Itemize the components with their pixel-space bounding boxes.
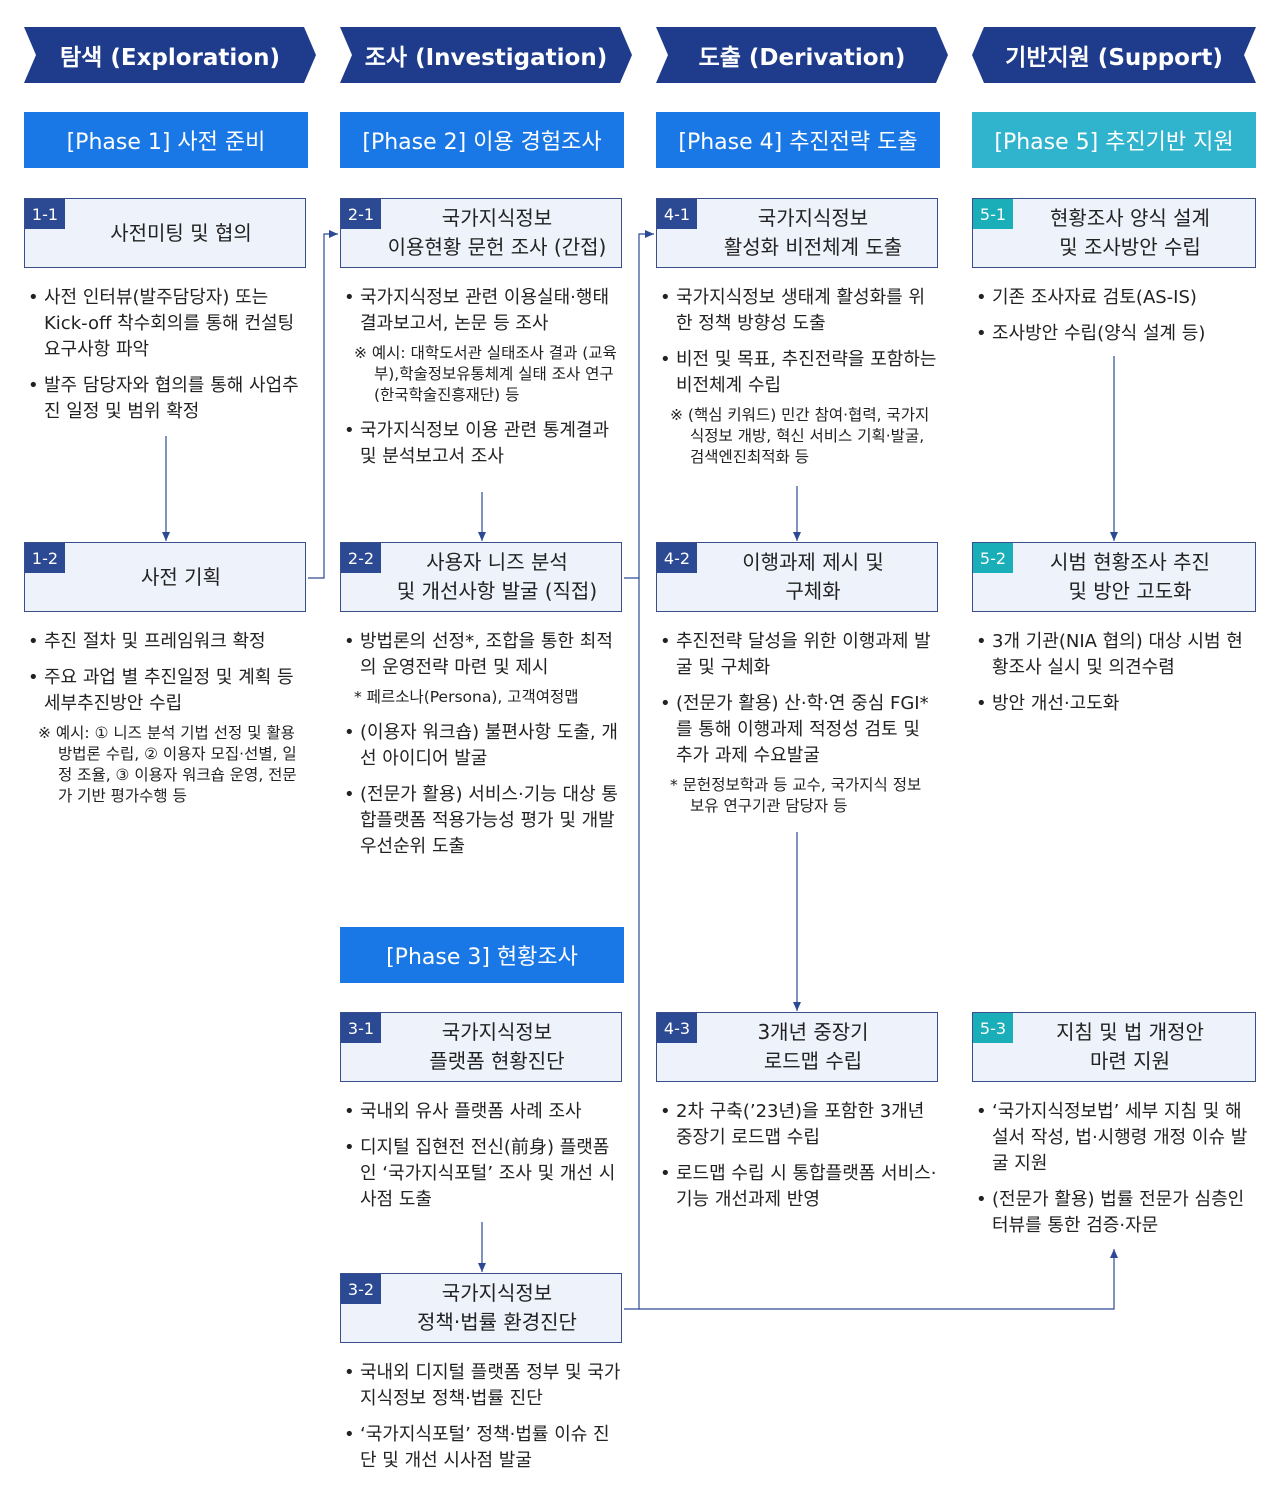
bullet-item: 국내외 유사 플랫폼 사례 조사 [342, 1099, 624, 1125]
step-number: 5-1 [973, 199, 1013, 229]
step-number: 4-1 [657, 199, 697, 229]
arrow-1-2-to-2-1 [308, 230, 338, 579]
phase-1-bar: [Phase 1] 사전 준비 [24, 112, 308, 168]
bullet-item: 3개 기관(NIA 협의) 대상 시범 현황조사 실시 및 의견수렴 [974, 629, 1256, 681]
step-1-1-box: 1-1 사전미팅 및 협의 [24, 198, 306, 268]
step-title: 사전미팅 및 협의 [110, 220, 252, 245]
bullet-item: 로드맵 수립 시 통합플랫폼 서비스·기능 개선과제 반영 [658, 1161, 940, 1213]
step-number: 1-1 [25, 199, 65, 229]
bullet-item: 사전 인터뷰(발주담당자) 또는 Kick-off 착수회의를 통해 컨설팅 요… [26, 285, 306, 363]
step-1-2-bullets: 추진 절차 및 프레임워크 확정 주요 과업 별 추진일정 및 계획 등 세부추… [26, 629, 306, 819]
arrow-3-2-join [624, 578, 640, 1310]
step-number: 5-3 [973, 1013, 1013, 1043]
step-5-3-bullets: ‘국가지식정보법’ 세부 지침 및 해설서 작성, 법·시행령 개정 이슈 발굴… [974, 1099, 1256, 1249]
step-number: 4-3 [657, 1013, 697, 1043]
step-number: 2-2 [341, 543, 381, 573]
note-text: ※ 예시: ① 니즈 분석 기법 선정 및 활용 방법론 수립, ② 이용자 모… [38, 724, 297, 805]
phase-5-bar: [Phase 5] 추진기반 지원 [972, 112, 1256, 168]
bullet-item: (전문가 활용) 서비스·기능 대상 통합플랫폼 적용가능성 평가 및 개발 우… [342, 782, 624, 860]
stage-header-exploration: 탐색 (Exploration) [24, 27, 316, 83]
step-number: 3-1 [341, 1013, 381, 1043]
bullet-item: 추진 절차 및 프레임워크 확정 [26, 629, 306, 655]
step-4-1-bullets: 국가지식정보 생태계 활성화를 위한 정책 방향성 도출 비전 및 목표, 추진… [658, 285, 940, 480]
bullet-item: 조사방안 수립(양식 설계 등) [974, 321, 1256, 347]
step-4-3-bullets: 2차 구축(’23년)을 포함한 3개년 중장기 로드맵 수립 로드맵 수립 시… [658, 1099, 940, 1223]
step-number: 3-2 [341, 1274, 381, 1304]
bullet-item: 국가지식정보 이용 관련 통계결과 및 분석보고서 조사 [342, 418, 624, 470]
step-number: 1-2 [25, 543, 65, 573]
bullet-item: 방법론의 선정*, 조합을 통한 최적의 운영전략 마련 및 제시 [342, 629, 624, 681]
step-number: 5-2 [973, 543, 1013, 573]
step-2-1-bullets: 국가지식정보 관련 이용실태·행태 결과보고서, 논문 등 조사 ※ 예시: 대… [342, 285, 624, 480]
note-text: * 페르소나(Persona), 고객여정맵 [354, 688, 579, 706]
step-number: 2-1 [341, 199, 381, 229]
bullet-item: 2차 구축(’23년)을 포함한 3개년 중장기 로드맵 수립 [658, 1099, 940, 1151]
bullet-item: (이용자 워크숍) 불편사항 도출, 개선 아이디어 발굴 [342, 720, 624, 772]
bullet-item: 방안 개선·고도화 [974, 691, 1256, 717]
bullet-item: 국내외 디지털 플랫폼 정부 및 국가지식정보 정책·법률 진단 [342, 1360, 624, 1412]
step-1-1-bullets: 사전 인터뷰(발주담당자) 또는 Kick-off 착수회의를 통해 컨설팅 요… [26, 285, 306, 435]
bullet-item: 주요 과업 별 추진일정 및 계획 등 세부추진방안 수립 [26, 665, 306, 717]
bullet-item: 국가지식정보 생태계 활성화를 위한 정책 방향성 도출 [658, 285, 940, 337]
bullet-item: ‘국가지식포털’ 정책·법률 이슈 진단 및 개선 시사점 발굴 [342, 1422, 624, 1474]
note-text: ※ (핵심 키워드) 민간 참여·협력, 국가지식정보 개방, 혁신 서비스 기… [670, 406, 930, 466]
stage-header-support: 기반지원 (Support) [972, 27, 1256, 83]
step-title: 사전 기획 [141, 564, 221, 589]
phase-4-bar: [Phase 4] 추진전략 도출 [656, 112, 940, 168]
phase-3-bar: [Phase 3] 현황조사 [340, 927, 624, 983]
bullet-item: 국가지식정보 관련 이용실태·행태 결과보고서, 논문 등 조사 [342, 285, 624, 337]
step-3-1-bullets: 국내외 유사 플랫폼 사례 조사 디지털 집현전 전신(前身) 플랫폼인 ‘국가… [342, 1099, 624, 1223]
bullet-item: 비전 및 목표, 추진전략을 포함하는 비전체계 수립 [658, 347, 940, 399]
bullet-item: 디지털 집현전 전신(前身) 플랫폼인 ‘국가지식포털’ 조사 및 개선 시사점… [342, 1135, 624, 1213]
arrow-3-2-to-5-3 [639, 1249, 1118, 1310]
stage-header-investigation: 조사 (Investigation) [340, 27, 632, 83]
bullet-item: (전문가 활용) 법률 전문가 심층인터뷰를 통한 검증·자문 [974, 1187, 1256, 1239]
bullet-item: ‘국가지식정보법’ 세부 지침 및 해설서 작성, 법·시행령 개정 이슈 발굴… [974, 1099, 1256, 1177]
arrow-2-2-to-4-1 [624, 230, 654, 579]
step-4-2-bullets: 추진전략 달성을 위한 이행과제 발굴 및 구체화 (전문가 활용) 산·학·연… [658, 629, 940, 829]
note-text: * 문헌정보학과 등 교수, 국가지식 정보 보유 연구기관 담당자 등 [670, 776, 922, 815]
note-text: ※ 예시: 대학도서관 실태조사 결과 (교육부),학술정보유통체계 실태 조사… [354, 344, 617, 404]
bullet-item: 기존 조사자료 검토(AS-IS) [974, 285, 1256, 311]
step-5-1-bullets: 기존 조사자료 검토(AS-IS) 조사방안 수립(양식 설계 등) [974, 285, 1256, 357]
stage-header-derivation: 도출 (Derivation) [656, 27, 948, 83]
step-5-2-bullets: 3개 기관(NIA 협의) 대상 시범 현황조사 실시 및 의견수렴 방안 개선… [974, 629, 1256, 727]
step-number: 4-2 [657, 543, 697, 573]
bullet-item: 발주 담당자와 협의를 통해 사업추진 일정 및 범위 확정 [26, 373, 306, 425]
step-1-2-box: 1-2 사전 기획 [24, 542, 306, 612]
bullet-item: 추진전략 달성을 위한 이행과제 발굴 및 구체화 [658, 629, 940, 681]
bullet-item: (전문가 활용) 산·학·연 중심 FGI*를 통해 이행과제 적정성 검토 및… [658, 691, 940, 769]
phase-2-bar: [Phase 2] 이용 경험조사 [340, 112, 624, 168]
step-2-2-bullets: 방법론의 선정*, 조합을 통한 최적의 운영전략 마련 및 제시 * 페르소나… [342, 629, 624, 870]
step-3-2-bullets: 국내외 디지털 플랫폼 정부 및 국가지식정보 정책·법률 진단 ‘국가지식포털… [342, 1360, 624, 1484]
